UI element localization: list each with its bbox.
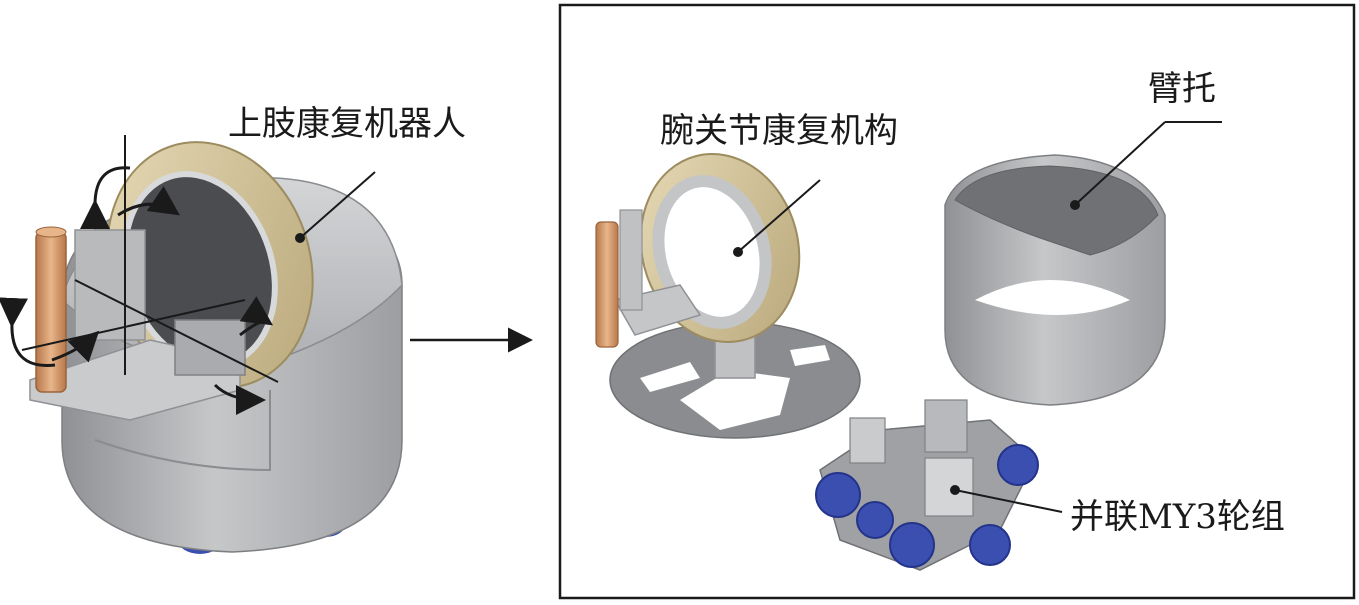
- wrist-leader-line: [737, 179, 821, 253]
- mecanum-wheel-5: [997, 444, 1039, 486]
- wrist-plate-cutout-front: [680, 370, 790, 430]
- wrist-side-plate: [619, 209, 643, 311]
- rotation-arrow-mid-right: [239, 296, 273, 337]
- rotation-arrow-top-left: [79, 166, 131, 230]
- arm-support-leader-line: [1074, 121, 1166, 206]
- wheel-group: [815, 399, 1063, 571]
- mecanum-wheel-3: [889, 522, 935, 568]
- arm-support-leader-dot: [1070, 200, 1080, 210]
- assembled-robot: [0, 135, 403, 554]
- wrist-plate-cutout-left: [640, 362, 700, 392]
- label-arm-support: 臂托: [1148, 69, 1216, 109]
- wrist-handle: [595, 221, 619, 348]
- wheel-group-leader-line: [954, 489, 1063, 513]
- wheel-group-motor-2: [924, 399, 968, 453]
- arm-support: [944, 121, 1222, 406]
- mecanum-wheel-1: [815, 472, 861, 518]
- wheel-group-motor-1: [849, 417, 886, 464]
- rotation-arrow-bottom-right: [213, 383, 266, 415]
- rotation-arrow-left-low: [0, 297, 56, 367]
- wrist-mechanism: [595, 153, 861, 439]
- wrist-plate-cutout-right: [790, 345, 830, 366]
- arm-support-cradle: [954, 165, 1159, 256]
- wheel-group-leader-dot: [950, 485, 960, 495]
- axis-diagonal: [74, 279, 279, 383]
- arm-support-opening: [975, 280, 1130, 315]
- robot-leader-dot: [295, 233, 305, 243]
- robot-panel-seam: [94, 390, 271, 472]
- robot-handle: [35, 231, 67, 393]
- mecanum-wheel-4: [969, 524, 1011, 566]
- robot-mount-plate: [74, 229, 146, 341]
- wrist-ring-inner: [652, 175, 772, 329]
- wheel-group-motor-3: [924, 457, 974, 517]
- axis-horizontal: [21, 299, 246, 351]
- rotation-arrow-top-right: [117, 186, 180, 217]
- wrist-leader-dot: [733, 247, 743, 257]
- label-wheel-group: 并联MY3轮组: [1070, 497, 1285, 537]
- mecanum-wheel-2: [856, 501, 894, 539]
- robot-handle-top: [35, 226, 67, 238]
- label-wrist-mechanism: 腕关节康复机构: [660, 111, 898, 151]
- label-robot: 上肢康复机器人: [228, 104, 466, 144]
- robot-leader-line: [299, 171, 376, 239]
- rotation-arrow-left-high: [51, 330, 100, 363]
